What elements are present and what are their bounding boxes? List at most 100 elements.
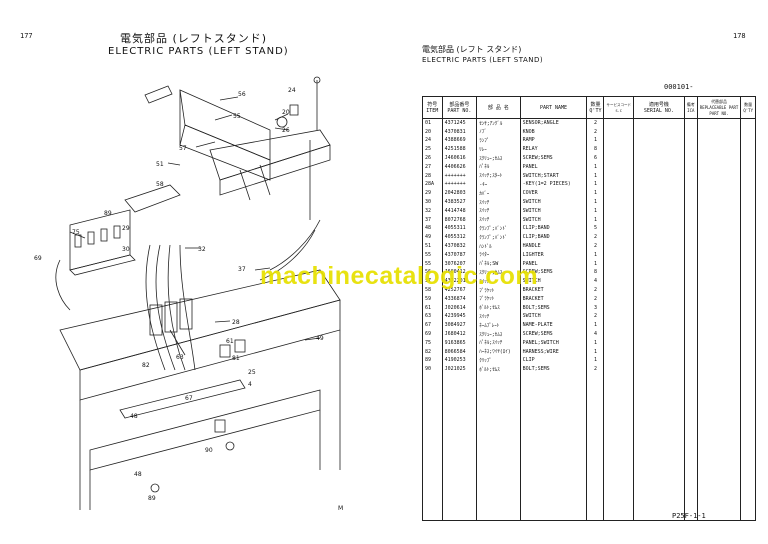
cell-empty	[683, 180, 698, 189]
left-page-number: 177	[20, 32, 33, 40]
callout-55: 55	[233, 113, 241, 120]
cell-item: 69	[422, 329, 443, 339]
cell-pn: J680412	[441, 329, 477, 339]
callout-48b: 48	[134, 471, 142, 478]
cell-item: 28	[422, 171, 443, 181]
cell-empty	[683, 259, 698, 269]
hdr-item-jp: 符号	[427, 101, 438, 108]
cell-empty	[603, 320, 634, 330]
cell-empty	[603, 188, 634, 198]
cell-empty	[603, 171, 634, 181]
cell-empty	[696, 232, 741, 242]
table-row: 28A+++++++-ｷｰ-KEY(1=2 PIECES)1	[422, 180, 756, 189]
cell-pn: 4252767	[441, 285, 477, 295]
cell-pn: 3084927	[441, 320, 477, 330]
cell-pn: 8066584	[441, 347, 477, 357]
cell-empty	[740, 303, 756, 313]
cell-empty	[632, 312, 685, 321]
cell-empty	[740, 136, 756, 145]
cell-item: 30	[422, 197, 443, 207]
cell-name: COVER	[519, 188, 587, 198]
cell-item: 20	[422, 127, 443, 137]
cell-qty: 8	[586, 268, 604, 277]
cell-empty	[603, 294, 634, 304]
cell-empty	[632, 285, 685, 295]
cell-qty: 1	[586, 162, 604, 172]
cell-empty	[696, 118, 741, 128]
callout-81: 81	[232, 355, 240, 362]
cell-jp: -ｷｰ	[476, 180, 521, 189]
cell-name: -KEY(1=2 PIECES)	[519, 180, 587, 189]
cell-empty	[740, 294, 756, 304]
cell-qty: 3	[586, 303, 604, 313]
cell-empty	[632, 329, 685, 339]
cell-empty	[696, 136, 741, 145]
cell-empty	[603, 215, 634, 225]
cell-empty	[696, 329, 741, 339]
cell-empty	[603, 250, 634, 260]
cell-empty	[632, 224, 685, 233]
cell-item: 48	[422, 224, 443, 233]
cell-pn: J460616	[441, 153, 477, 163]
cell-item: 67	[422, 320, 443, 330]
cell-name: SWITCH	[519, 276, 587, 286]
cell-empty	[603, 144, 634, 154]
cell-name: SWITCH	[519, 197, 587, 207]
hdr-item-en: ITEM	[426, 107, 439, 114]
cell-empty	[632, 294, 685, 304]
cell-jp: ﾊﾟﾈﾙ	[476, 162, 521, 172]
cell-empty	[696, 356, 741, 365]
cell-empty	[632, 171, 685, 181]
cell-empty	[683, 347, 698, 357]
cell-empty	[696, 364, 741, 374]
cell-name: CLIP;BAND	[519, 232, 587, 242]
cell-empty	[632, 197, 685, 207]
cell-empty	[603, 180, 634, 189]
cell-empty	[740, 356, 756, 365]
hdr-pn-en: PART NO.	[447, 107, 472, 114]
cell-empty	[683, 188, 698, 198]
cell-empty	[740, 171, 756, 181]
cell-empty	[632, 259, 685, 269]
cell-qty: 1	[586, 206, 604, 216]
cell-empty	[740, 188, 756, 198]
watermark-text: machinecatalogic.com	[260, 262, 539, 290]
cell-empty	[696, 347, 741, 357]
callout-90: 90	[205, 447, 213, 454]
cell-empty	[683, 285, 698, 295]
callout-49: 49	[316, 335, 324, 342]
cell-pn: J680412	[441, 268, 477, 277]
cell-empty	[683, 276, 698, 286]
cell-jp: ﾊﾟﾈﾙ;SW	[476, 259, 521, 269]
cell-jp: ﾘﾚｰ	[476, 144, 521, 154]
cell-qty: 1	[586, 347, 604, 357]
cell-item: 82	[422, 347, 443, 357]
cell-empty	[740, 232, 756, 242]
cell-name: BRACKET	[519, 294, 587, 304]
cell-empty	[683, 144, 698, 154]
cell-jp: ﾌﾞﾗｹｯﾄ	[476, 285, 521, 295]
cell-empty	[740, 338, 756, 348]
cell-empty	[603, 303, 634, 313]
cell-jp: ﾊﾝﾄﾞﾙ	[476, 241, 521, 251]
callout-m: M	[338, 505, 343, 512]
cell-item: 55	[422, 259, 443, 269]
cell-name: SWITCH;START	[519, 171, 587, 181]
cell-empty	[740, 197, 756, 207]
cell-empty	[603, 232, 634, 242]
cell-empty	[740, 180, 756, 189]
cell-empty	[696, 259, 741, 269]
cell-empty	[696, 303, 741, 313]
cell-pn: 4371245	[441, 118, 477, 128]
cell-empty	[740, 127, 756, 137]
